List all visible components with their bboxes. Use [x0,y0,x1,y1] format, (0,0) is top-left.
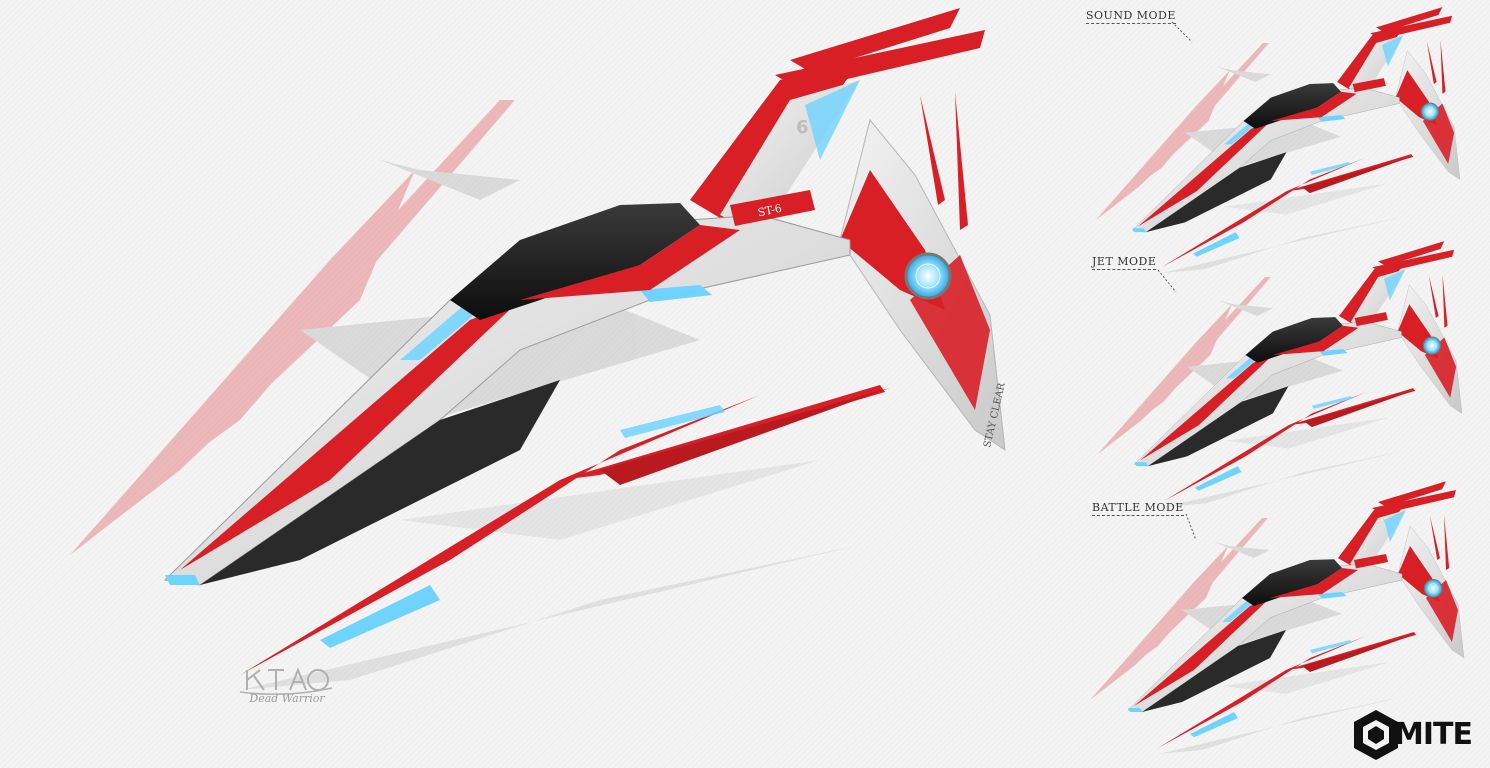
artist-signature: Dead Warrior [232,662,342,712]
logo-text: MITE [1394,716,1473,752]
signature-text: Dead Warrior [249,692,325,705]
signature-mark-icon [239,667,333,695]
logo-hexagon-icon [1354,710,1398,760]
emblem-number: 6 [796,117,809,138]
battle-mode-label: BATTLE MODE [1092,501,1184,516]
logo: MITE [1352,706,1473,762]
main-ship: ST-6 STAY CLEAR 6 [68,6,1008,692]
jet-mode-label: JET MODE [1092,255,1157,270]
hull-tag-text: ST-6 [757,202,783,220]
sound-mode-label: SOUND MODE [1086,9,1176,24]
sound-mode-ship [1094,6,1461,274]
jet-mode-ship [1096,240,1463,508]
